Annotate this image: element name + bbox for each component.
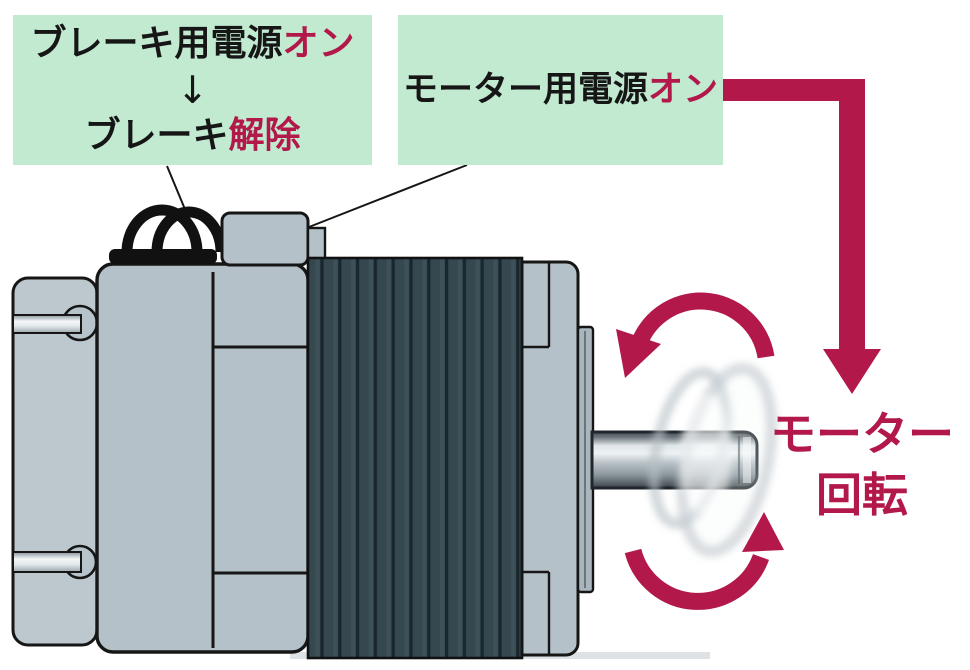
- spinning-coupling-ghost: [648, 362, 778, 558]
- motor-power-text: モーター用電源: [402, 70, 648, 110]
- power-flow-arrow: [723, 79, 881, 394]
- motor-main-body: [95, 262, 310, 654]
- brake-callout-line2: ブレーキ解除: [84, 113, 300, 159]
- cooling-fins: [306, 256, 524, 660]
- brake-callout-line1: ブレーキ用電源オン: [30, 21, 354, 67]
- motor-rotation-line2: 回転: [816, 468, 908, 522]
- brake-power-on-text: オン: [282, 23, 355, 64]
- motor-rotation-line1: モーター: [770, 407, 954, 461]
- brake-cable: [109, 204, 227, 264]
- through-bolt-top: [12, 304, 99, 342]
- through-bolt-bottom: [12, 544, 98, 580]
- brake-release-text: 解除: [228, 115, 301, 156]
- motor-callout-line1: モーター用電源オン: [403, 67, 718, 113]
- rotation-arrow-bottom: [624, 512, 784, 610]
- rotation-arrow-top: [616, 292, 775, 378]
- connector-housing: [220, 211, 310, 267]
- motor-power-callout: モーター用電源オン: [398, 15, 723, 165]
- motor-callout-leader-line: [308, 164, 468, 228]
- down-arrow-icon: ↓: [176, 68, 209, 112]
- motor-rotation-label: モーター 回転: [760, 404, 964, 526]
- brake-text: ブレーキ: [84, 115, 229, 156]
- brake-power-callout: ブレーキ用電源オン ↓ ブレーキ解除: [13, 15, 372, 165]
- brake-power-text: ブレーキ用電源: [30, 23, 283, 64]
- motor-power-on-text: オン: [648, 70, 719, 110]
- front-end-cap: [520, 260, 580, 657]
